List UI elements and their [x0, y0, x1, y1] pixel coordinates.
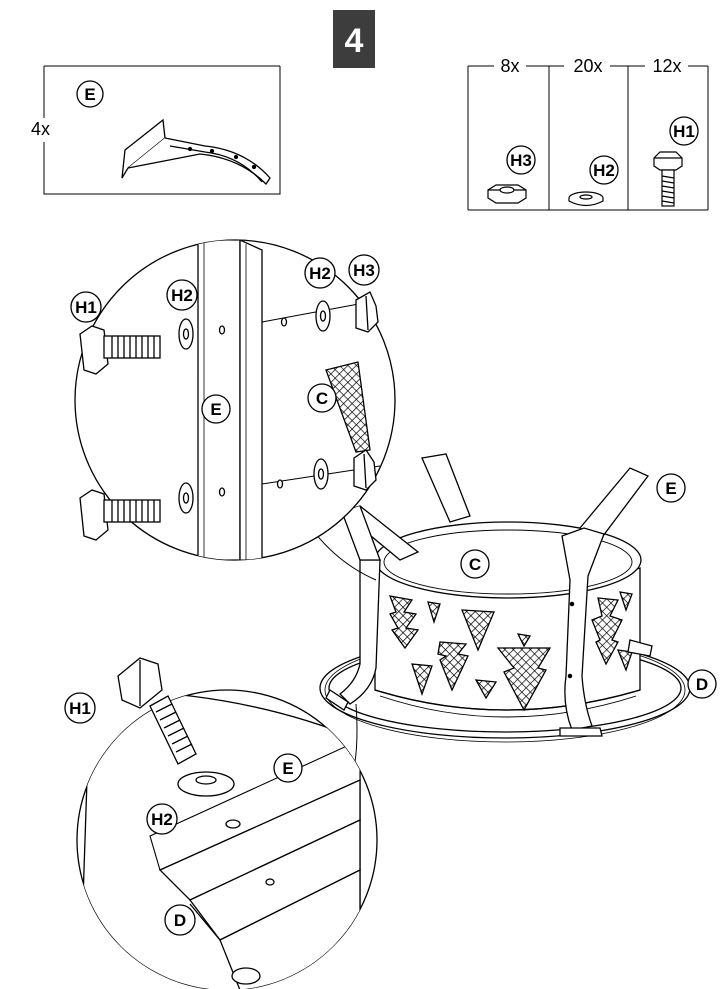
- main-label-c: C: [469, 555, 481, 574]
- detail-bottom-label-h2: H2: [151, 810, 173, 829]
- hardware-callout-h3: H3: [506, 145, 536, 175]
- detail-bottom-callout-d: D: [164, 904, 196, 936]
- hardware-callout-h2: H2: [589, 155, 619, 185]
- leg-e-icon: [121, 118, 271, 186]
- detail-top-callout-h2-left: H2: [166, 279, 198, 311]
- step-badge: 4: [333, 10, 375, 68]
- detail-bottom-callout-h1: H1: [64, 692, 96, 724]
- hardware-qty-h1: 12x: [652, 56, 681, 76]
- detail-top-label-h2-right: H2: [309, 264, 331, 283]
- hardware-label-h1: H1: [673, 122, 695, 141]
- detail-top-label-e: E: [210, 400, 221, 419]
- detail-top-label-h3: H3: [353, 261, 375, 280]
- bolt-icon: [653, 151, 683, 207]
- leg-e-right: [561, 467, 650, 731]
- part-quantity: 4x: [31, 119, 50, 139]
- detail-bottom-label-e: E: [282, 759, 293, 778]
- detail-bottom-callout-e: E: [273, 753, 303, 783]
- main-label-d: D: [696, 675, 708, 694]
- detail-top-hardware: [79, 291, 379, 541]
- detail-top-callout-e: E: [201, 394, 231, 424]
- detail-top-label-h2-left: H2: [171, 286, 193, 305]
- nut-icon: [487, 184, 527, 204]
- leg-e-left: [339, 505, 420, 705]
- detail-bottom-label-d: D: [174, 911, 186, 930]
- main-callout-c: C: [460, 549, 490, 579]
- detail-bottom-hardware: [117, 657, 235, 797]
- hardware-qty-h3: 8x: [500, 56, 519, 76]
- detail-bottom-label-h1: H1: [69, 699, 91, 718]
- detail-bottom: H1 H2 E D: [64, 657, 378, 989]
- main-label-e: E: [665, 479, 676, 498]
- part-callout-e: E: [76, 80, 104, 108]
- main-assembly: E C D: [319, 453, 717, 743]
- detail-top: H1 H2 H2 H3 E C: [70, 239, 396, 561]
- hardware-box: 8x 20x 12x H3 H2 H1: [467, 56, 709, 211]
- main-callout-e: E: [656, 473, 686, 503]
- main-callout-d: D: [687, 669, 717, 699]
- detail-top-callout-c: C: [307, 383, 337, 413]
- detail-top-callout-h3: H3: [348, 254, 380, 286]
- washer-icon: [568, 191, 604, 207]
- hardware-label-h2: H2: [593, 161, 615, 180]
- detail-top-label-h1: H1: [75, 298, 97, 317]
- part-box: 4x E: [28, 65, 281, 195]
- hardware-callout-h1: H1: [669, 116, 699, 146]
- step-number: 4: [345, 22, 364, 60]
- part-label: E: [84, 85, 95, 104]
- leg-e-back: [421, 453, 471, 523]
- detail-bottom-callout-h2: H2: [146, 803, 178, 835]
- hardware-qty-h2: 20x: [573, 56, 602, 76]
- detail-top-label-c: C: [316, 389, 328, 408]
- detail-top-callout-h2-right: H2: [304, 257, 336, 289]
- detail-top-callout-h1: H1: [70, 291, 102, 323]
- hardware-label-h3: H3: [510, 151, 532, 170]
